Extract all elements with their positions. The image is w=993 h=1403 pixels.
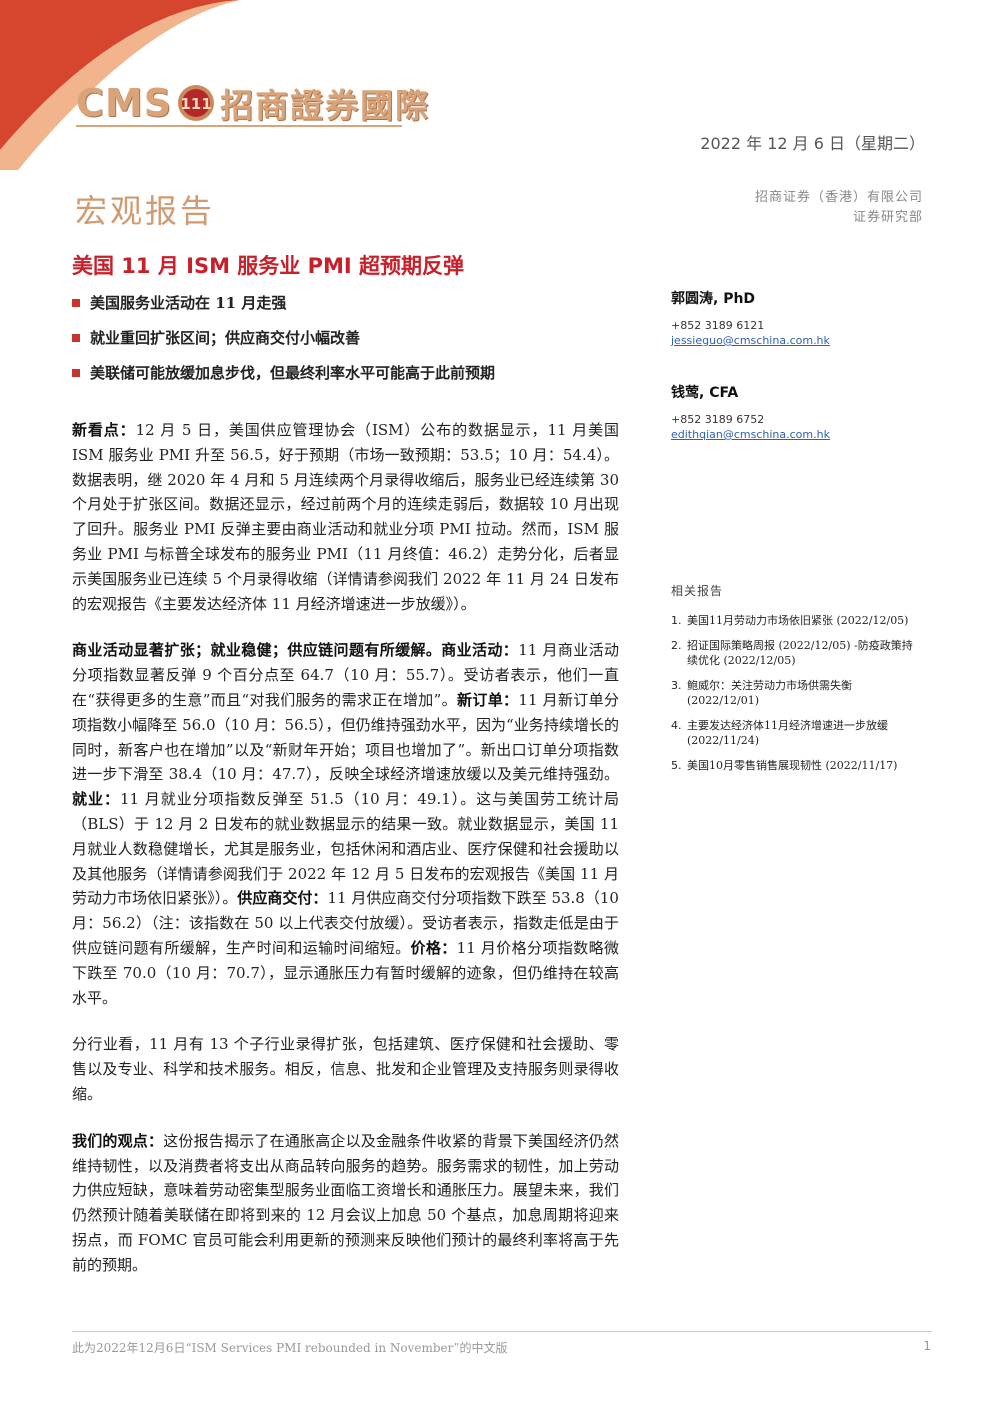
related-reports-title: 相关报告	[671, 584, 724, 598]
related-report-item[interactable]: 5.美国10月零售销售展现韧性 (2022/11/17)	[671, 759, 898, 772]
paragraph-our-view: 我们的观点：这份报告揭示了在通胀高企以及金融条件收紧的背景下美国经济仍然维持韧性…	[72, 1131, 619, 1274]
analyst-email-link[interactable]: edithqian@cmschina.com.hk	[671, 428, 830, 441]
analyst-phone: +852 3189 6752	[671, 413, 765, 426]
related-report-item[interactable]: 4.主要发达经济体11月经济增速进一步放缓 (2022/11/24)	[671, 719, 888, 747]
paragraph-sectors: 分行业看，11 月有 13 个子行业录得扩张，包括建筑、医疗保健和社会援助、零售…	[72, 1035, 619, 1103]
related-reports: 相关报告 1.美国11月劳动力市场依旧紧张 (2022/12/05) 2.招证国…	[671, 582, 921, 783]
cms-logo: CMS 111 招商證券國際	[76, 78, 430, 128]
key-points: 美国服务业活动在 11 月走强 就业重回扩张区间；供应商交付小幅改善 美联储可能…	[72, 292, 632, 397]
related-report-item[interactable]: 2.招证国际策略周报 (2022/12/05) -防疫政策持续优化 (2022/…	[671, 639, 913, 667]
footer-note: 此为2022年12月6日“ISM Services PMI rebounded …	[72, 1341, 508, 1355]
company-info: 招商证券（香港）有限公司 证券研究部	[755, 188, 923, 228]
analyst-email-link[interactable]: jessieguo@cmschina.com.hk	[671, 334, 830, 347]
analyst-name: 钱莺, CFA	[671, 385, 739, 401]
related-report-item[interactable]: 1.美国11月劳动力市场依旧紧张 (2022/12/05)	[671, 614, 909, 627]
logo-badge-icon: 111	[178, 85, 215, 121]
logo-brand: CMS	[76, 81, 173, 125]
related-report-item[interactable]: 3.鲍威尔：关注劳动力市场供需失衡 (2022/12/01)	[671, 679, 852, 707]
svg-text:111: 111	[180, 95, 211, 113]
key-point: 美联储可能放缓加息步伐，但最终利率水平可能高于此前预期	[72, 362, 632, 397]
bullet-square-icon	[72, 299, 80, 307]
key-point: 就业重回扩张区间；供应商交付小幅改善	[72, 327, 632, 362]
analyst-contacts: 郭圆涛, PhD +852 3189 6121 jessieguo@cmschi…	[671, 288, 931, 476]
key-point: 美国服务业活动在 11 月走强	[72, 292, 632, 327]
paragraph-new-highlights: 新看点：12 月 5 日，美国供应管理协会（ISM）公布的数据显示，11 月美国…	[72, 421, 619, 613]
section-title: 宏观报告	[75, 192, 216, 230]
company-name: 招商证券（香港）有限公司	[754, 190, 923, 205]
related-reports-list: 1.美国11月劳动力市场依旧紧张 (2022/12/05) 2.招证国际策略周报…	[671, 613, 921, 773]
corner-decoration	[0, 0, 240, 170]
analyst-phone: +852 3189 6121	[671, 319, 765, 332]
bullet-square-icon	[72, 369, 80, 377]
paragraph-details: 商业活动显著扩张；就业稳健；供应链问题有所缓解。商业活动：11 月商业活动分项指…	[72, 641, 619, 1007]
analyst-name: 郭圆涛, PhD	[671, 291, 756, 307]
report-body: 新看点：12 月 5 日，美国供应管理协会（ISM）公布的数据显示，11 月美国…	[72, 418, 619, 1300]
analyst-card: 郭圆涛, PhD +852 3189 6121 jessieguo@cmschi…	[671, 288, 931, 348]
report-headline: 美国 11 月 ISM 服务业 PMI 超预期反弹	[72, 254, 465, 278]
company-dept: 证券研究部	[852, 210, 923, 225]
footer-rule	[72, 1331, 932, 1332]
analyst-card: 钱莺, CFA +852 3189 6752 edithqian@cmschin…	[671, 382, 931, 442]
logo-rule	[76, 125, 402, 127]
report-date: 2022 年 12 月 6 日（星期二）	[700, 134, 925, 153]
logo-name: 招商證券國際	[220, 86, 431, 125]
page-number: 1	[923, 1339, 931, 1353]
bullet-square-icon	[72, 334, 80, 342]
